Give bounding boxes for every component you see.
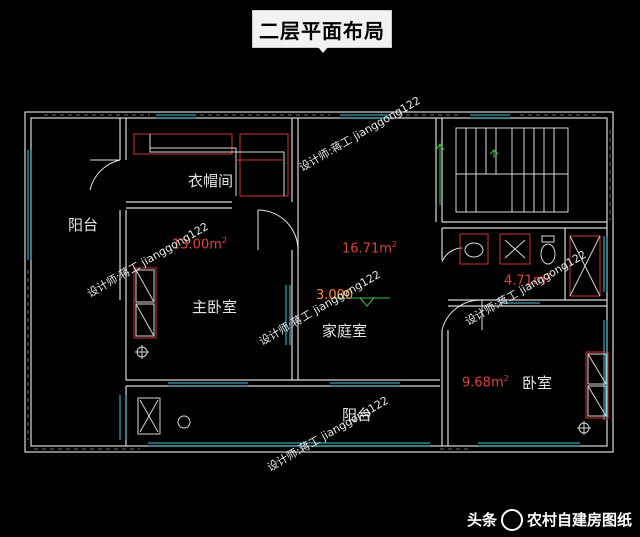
doors: [89, 159, 483, 331]
master-door-arc: [257, 209, 299, 251]
room-label-closet: 衣帽间: [188, 172, 234, 190]
outer-wall-outer-line: [24, 111, 614, 453]
account-avatar-icon: [500, 509, 523, 531]
room-label-balcony-south: 阳台: [342, 406, 373, 424]
room-label-bedroom: 卧室: [522, 374, 553, 392]
closet-shelving: [133, 133, 289, 197]
stair-arrows: [435, 143, 499, 205]
balcony-planter: [137, 397, 191, 435]
interior-walls: [119, 118, 607, 446]
area-bedroom: 9.68m2: [462, 374, 509, 391]
bath-door-arc: [441, 247, 463, 263]
footer-account-name: 农村自建房图纸: [526, 510, 632, 529]
level-mark: 3.000: [316, 288, 354, 303]
bedroom-door-arc: [441, 299, 483, 331]
area-family: 16.71m2: [342, 240, 397, 257]
wall-hatching: [27, 114, 611, 450]
plan-title: 二层平面布局: [252, 10, 392, 48]
bedroom-bed: [577, 351, 609, 435]
windows: [27, 114, 608, 447]
area-master: 13.00m2: [172, 236, 227, 253]
level-triangle: [359, 297, 376, 307]
title-pointer: [318, 47, 328, 53]
room-label-balcony-west: 阳台: [68, 216, 99, 234]
footer-account: 头条 农村自建房图纸: [466, 509, 632, 531]
balcony-door-arc: [89, 159, 121, 191]
room-label-master-bedroom: 主卧室: [192, 298, 238, 316]
staircase: [455, 127, 569, 213]
room-label-family-room: 家庭室: [322, 322, 368, 340]
footer-source: 头条: [466, 510, 497, 529]
area-bath: 4.71m2: [504, 272, 551, 289]
master-bed: [133, 267, 157, 359]
bathroom-fixtures: [459, 233, 601, 297]
